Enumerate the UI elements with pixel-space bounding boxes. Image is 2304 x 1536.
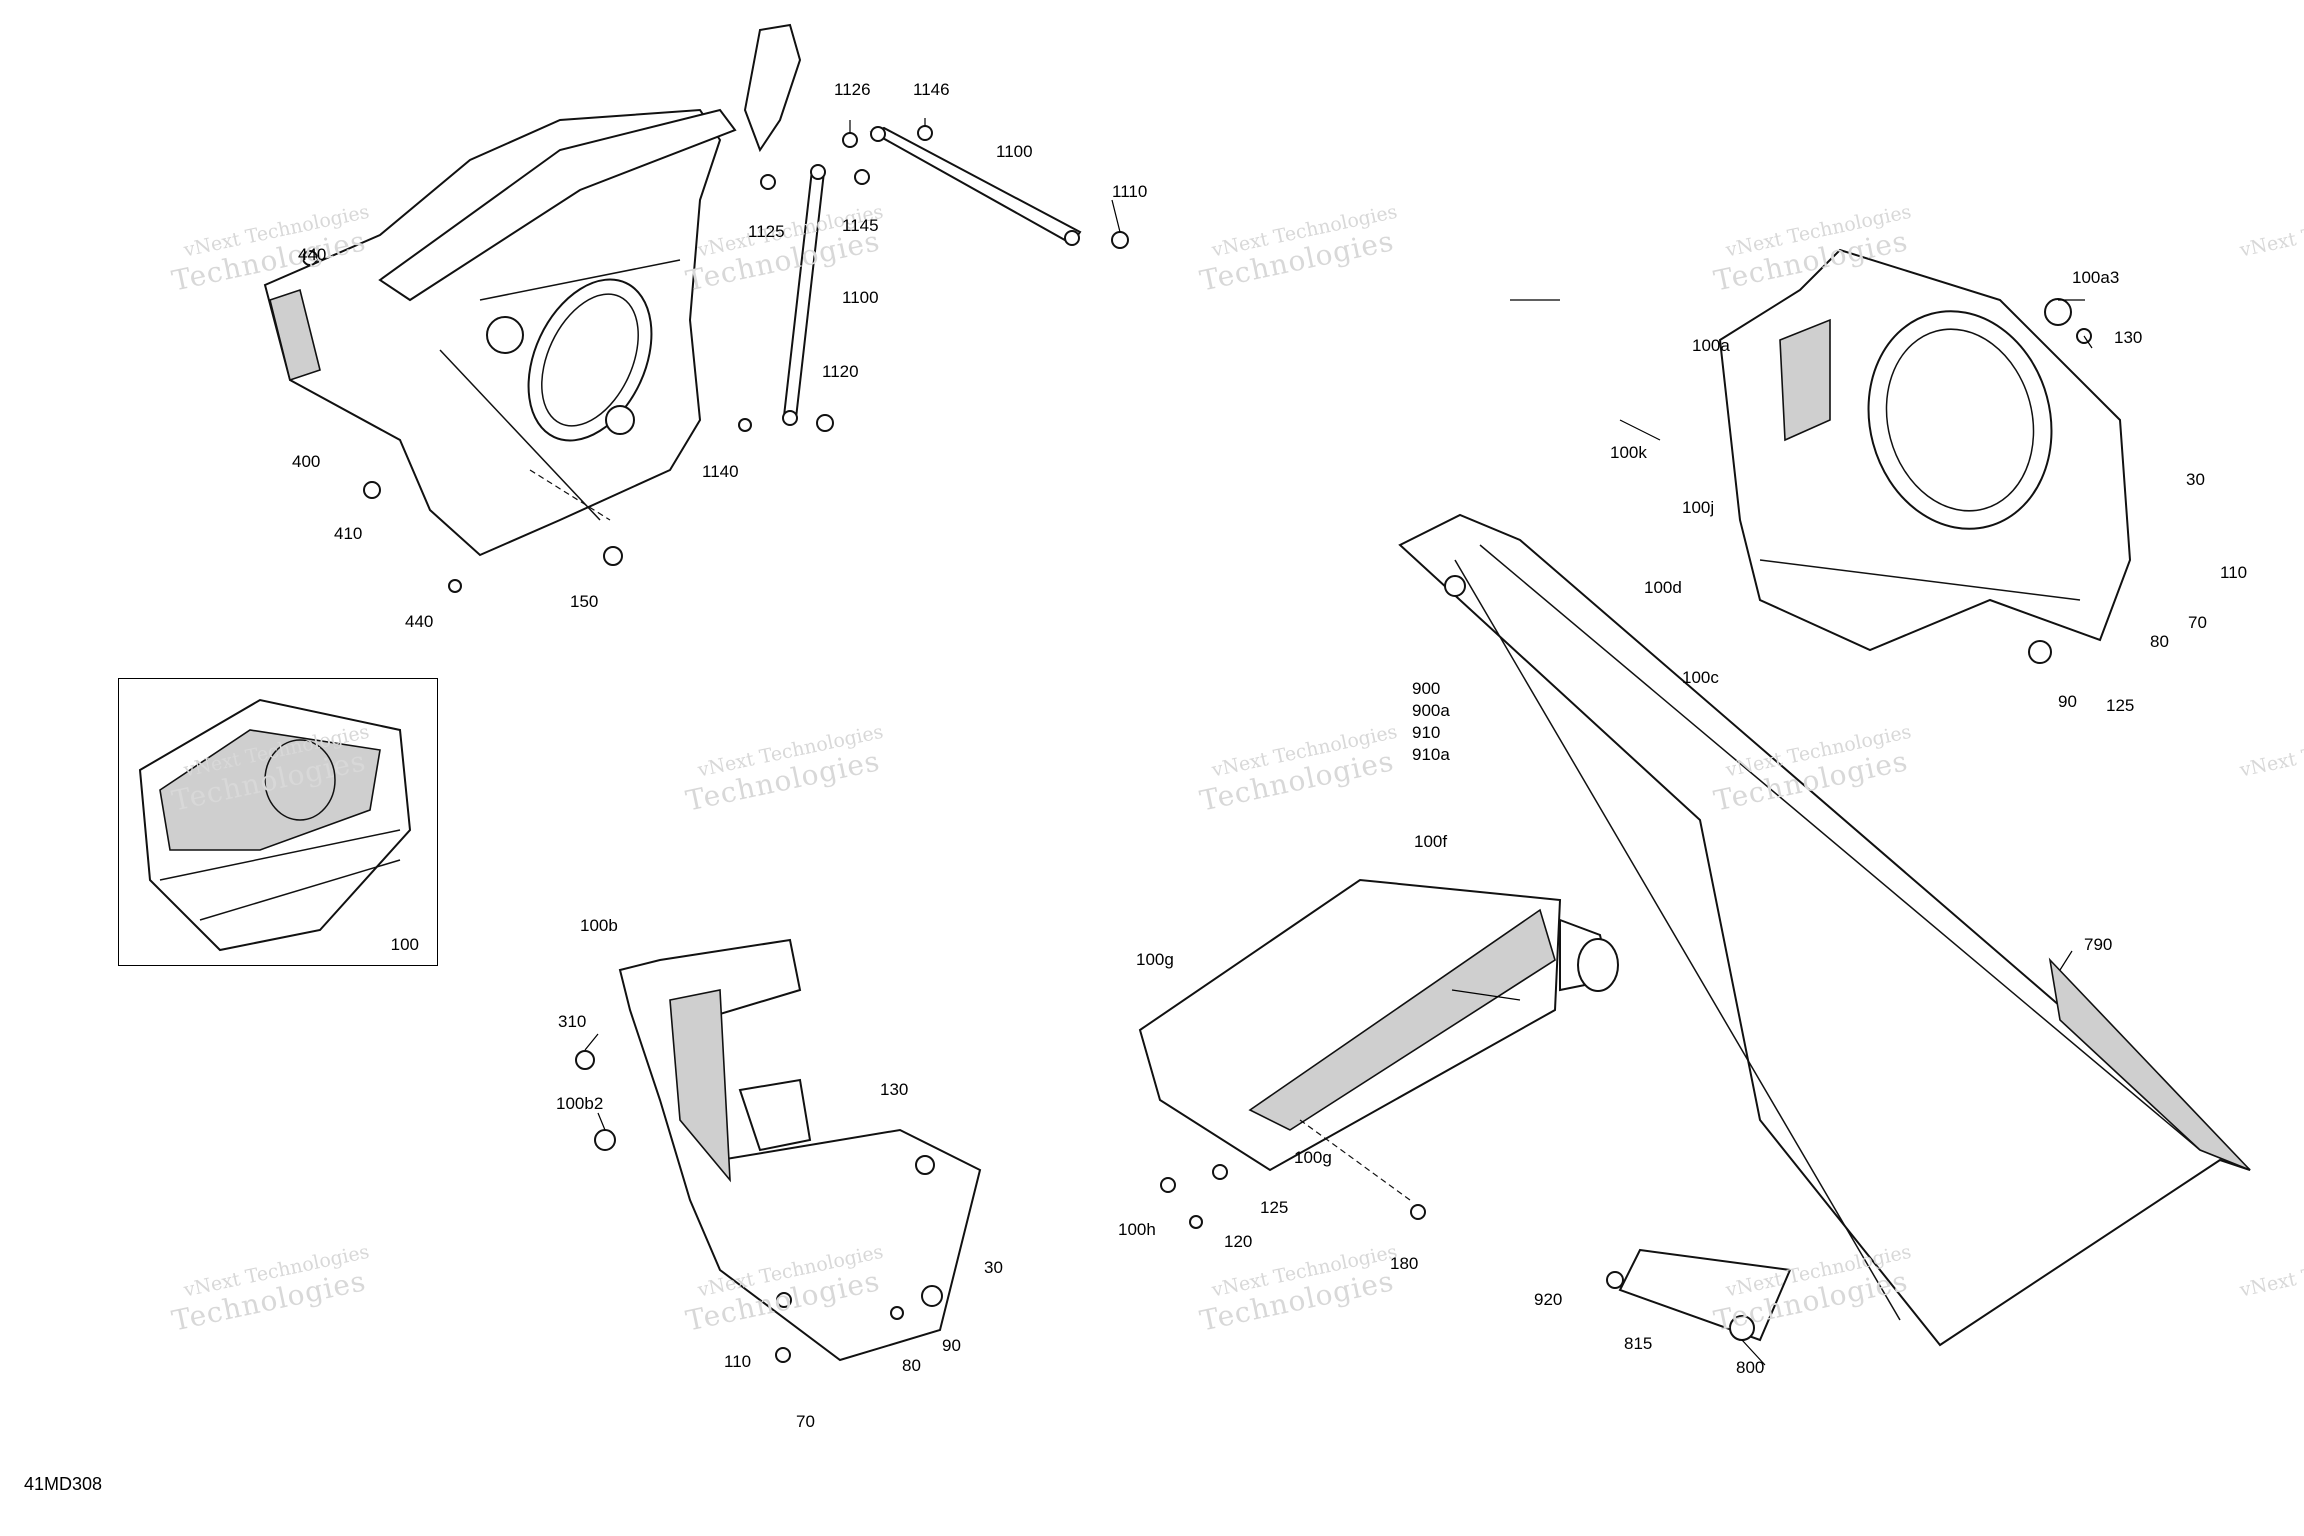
callout-815: 815	[1624, 1334, 1653, 1353]
callout-310: 310	[558, 1012, 587, 1031]
callout-1110: 1110	[1112, 182, 1148, 201]
callout-1145: 1145	[842, 216, 879, 235]
callout-100g: 100g	[1136, 950, 1174, 969]
callout-1120: 1120	[822, 362, 859, 381]
inset-box: 100	[118, 678, 438, 966]
callout-130: 130	[2114, 328, 2143, 347]
callout-900-group: 900 900a 910 910a	[1412, 679, 1450, 764]
callout-110: 110	[724, 1352, 752, 1371]
callout-1100: 1100	[996, 142, 1033, 161]
callout-920: 920	[1534, 1290, 1563, 1309]
callout-80: 80	[902, 1356, 921, 1375]
callout-1140: 1140	[702, 462, 739, 481]
callout-120: 120	[1224, 1232, 1253, 1251]
callout-100a: 100a	[1692, 336, 1730, 355]
callout-30: 30	[2186, 470, 2205, 489]
complete-frame-thumbnail	[138, 698, 412, 952]
callout-70: 70	[796, 1412, 815, 1431]
front-frame-assembly	[263, 23, 802, 557]
callout-130: 130	[880, 1080, 909, 1099]
tie-rod-1100-lower	[738, 164, 870, 432]
callout-30: 30	[984, 1258, 1003, 1277]
callout-790: 790	[2084, 935, 2113, 954]
front-frame-fasteners	[302, 250, 623, 593]
callout-400: 400	[292, 452, 321, 471]
callout-800: 800	[1736, 1358, 1765, 1377]
callout-180: 180	[1390, 1254, 1419, 1273]
callout-90: 90	[942, 1336, 961, 1355]
callout-410: 410	[334, 524, 363, 543]
callout-100k: 100k	[1610, 443, 1647, 462]
rear-link-plate	[1606, 1248, 1792, 1342]
inset-label: 100	[390, 935, 419, 954]
callout-100c: 100c	[1682, 668, 1719, 687]
callout-100h: 100h	[1118, 1220, 1156, 1239]
callout-80: 80	[2150, 632, 2169, 651]
callout-1126: 1126	[834, 80, 871, 99]
callout-110: 110	[2220, 563, 2248, 582]
callout-100f: 100f	[1414, 832, 1448, 851]
callout-1100: 1100	[842, 288, 879, 307]
drawing-reference-code: 41MD308	[24, 1474, 103, 1494]
roll-cage-tube	[1398, 513, 2251, 1347]
callout-125: 125	[2106, 696, 2135, 715]
callout-440: 440	[405, 612, 434, 631]
callout-100b2: 100b2	[556, 1094, 604, 1113]
callout-90: 90	[2058, 692, 2077, 711]
callout-1125: 1125	[748, 222, 785, 241]
leader-lines	[584, 118, 2093, 1366]
callout-100g: 100g	[1294, 1148, 1332, 1167]
tie-rod-1100-upper	[842, 125, 1129, 249]
callout-150: 150	[570, 592, 599, 611]
callout-100a3: 100a3	[2072, 268, 2120, 287]
callout-100d: 100d	[1644, 578, 1682, 597]
callout-125: 125	[1260, 1198, 1289, 1217]
callout-440: 440	[298, 245, 327, 264]
callout-100j: 100j	[1682, 498, 1715, 517]
side-member-assembly	[575, 938, 982, 1363]
callout-1146: 1146	[913, 80, 950, 99]
floor-bracket	[1138, 878, 1619, 1229]
rear-frame-assembly	[1718, 248, 2132, 664]
callout-70: 70	[2188, 613, 2207, 632]
callout-100b: 100b	[580, 916, 618, 935]
